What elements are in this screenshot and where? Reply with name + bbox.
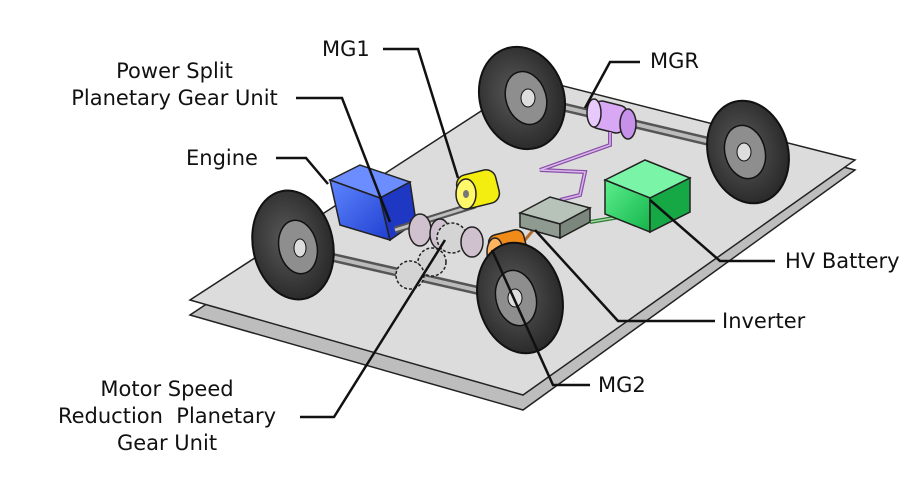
mg1-motor bbox=[455, 169, 501, 210]
label-mg1: MG1 bbox=[322, 37, 370, 61]
label-power-split-line1: Power Split bbox=[116, 59, 233, 83]
label-motor-speed-line3: Gear Unit bbox=[116, 431, 218, 455]
reduction-gear bbox=[395, 226, 484, 290]
label-power-split-line2: Planetary Gear Unit bbox=[71, 86, 278, 110]
label-inverter: Inverter bbox=[722, 309, 806, 333]
label-mg2: MG2 bbox=[598, 373, 646, 397]
leader-inverter bbox=[534, 229, 715, 323]
label-motor-speed-line1: Motor Speed bbox=[100, 377, 234, 401]
front-right-wheel bbox=[476, 241, 564, 355]
leader-mg2 bbox=[490, 249, 590, 387]
front-left-wheel bbox=[251, 189, 335, 301]
label-motor-speed-line2: Reduction Planetary bbox=[57, 404, 277, 428]
label-engine: Engine bbox=[186, 146, 258, 170]
leader-mgr bbox=[583, 60, 640, 109]
mgr-motor bbox=[586, 98, 637, 140]
leader-power-split bbox=[296, 96, 392, 223]
leader-mg1 bbox=[383, 47, 460, 179]
leader-engine bbox=[276, 156, 329, 185]
label-motor-speed: Motor Speed Reduction Planetary Gear Uni… bbox=[36, 376, 298, 457]
inverter-unit bbox=[517, 196, 593, 240]
label-power-split: Power Split Planetary Gear Unit bbox=[52, 58, 297, 112]
rear-right-wheel bbox=[706, 99, 790, 205]
main-shaft bbox=[393, 201, 477, 234]
rear-left-wheel bbox=[477, 45, 567, 151]
label-hv-battery: HV Battery bbox=[785, 249, 900, 273]
label-mgr: MGR bbox=[650, 49, 699, 73]
leader-motor-speed bbox=[300, 239, 447, 419]
hv-battery-unit bbox=[603, 159, 692, 234]
leader-hv-battery bbox=[649, 199, 775, 263]
leader-lines bbox=[276, 47, 775, 419]
